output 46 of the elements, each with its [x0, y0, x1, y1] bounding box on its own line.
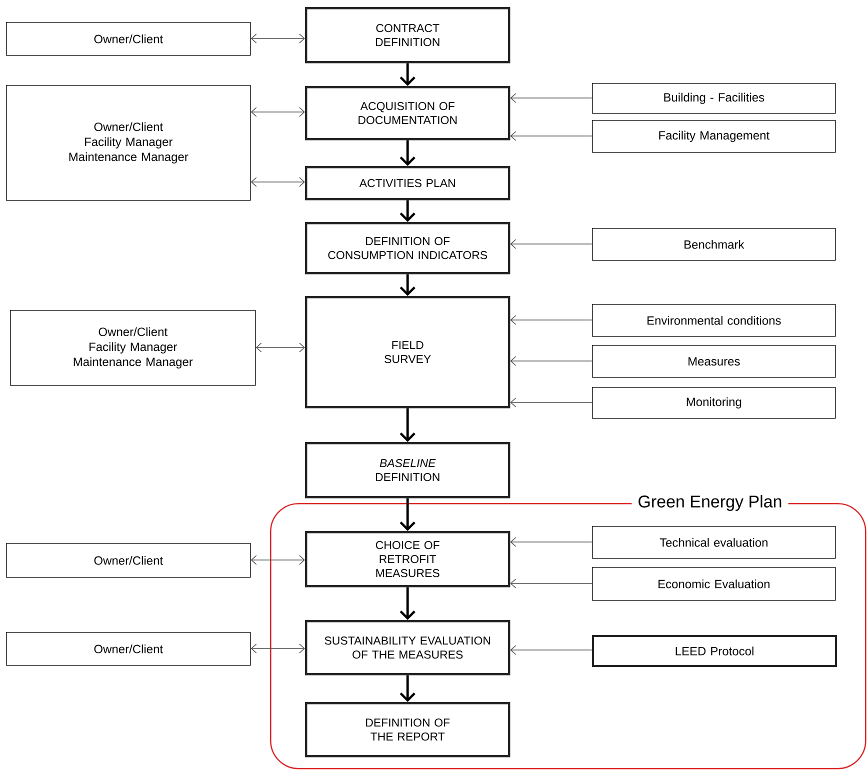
input-box: Building - Facilities [592, 83, 836, 114]
process-box: SUSTAINABILITY EVALUATION OF THE MEASURES [305, 620, 510, 676]
input-box: LEED Protocol [592, 635, 837, 667]
input-box: Monitoring [592, 387, 836, 419]
arrow [510, 537, 592, 547]
process-box: DEFINITION OF CONSUMPTION INDICATORS [305, 222, 510, 274]
process-box: ACTIVITIES PLAN [305, 166, 510, 200]
arrow [400, 498, 416, 531]
arrow [400, 587, 416, 620]
arrow [510, 131, 592, 141]
arrow [250, 644, 305, 654]
input-box: Economic Evaluation [592, 567, 836, 601]
arrow [250, 34, 305, 44]
input-box: Measures [592, 345, 836, 378]
arrow [510, 315, 592, 325]
arrow [510, 645, 592, 655]
input-box: Technical evaluation [592, 526, 836, 559]
process-box: ACQUISITION OF DOCUMENTATION [305, 86, 510, 140]
arrow [400, 675, 416, 702]
input-box: Owner/Client Facility Manager Maintenance Manager [10, 310, 256, 386]
arrow [250, 107, 305, 117]
input-box: Owner/Client Facility Manager Maintenance Manager [6, 85, 251, 201]
arrow [400, 274, 416, 296]
arrow [510, 93, 592, 103]
arrow [400, 408, 416, 442]
input-box: Facility Management [592, 120, 836, 153]
process-box: CONTRACT DEFINITION [305, 7, 510, 64]
input-box: Owner/Client [6, 632, 251, 666]
input-box: Owner/Client [6, 543, 251, 578]
input-box: Environmental conditions [592, 304, 836, 337]
arrow [510, 578, 592, 588]
arrow [400, 63, 416, 86]
process-box: DEFINITION OF THE REPORT [305, 702, 510, 758]
arrow [510, 398, 592, 408]
arrow [400, 200, 416, 222]
process-box: CHOICE OF RETROFIT MEASURES [305, 531, 510, 588]
process-box: BASELINE DEFINITION [305, 442, 510, 498]
input-box: Owner/Client [6, 22, 251, 56]
arrow [256, 342, 305, 352]
input-box: Benchmark [592, 228, 836, 261]
arrow [510, 239, 592, 249]
arrow [250, 177, 305, 187]
process-box: FIELD SURVEY [305, 296, 510, 408]
arrow [400, 140, 416, 166]
arrow [510, 356, 592, 366]
arrow [250, 555, 305, 565]
